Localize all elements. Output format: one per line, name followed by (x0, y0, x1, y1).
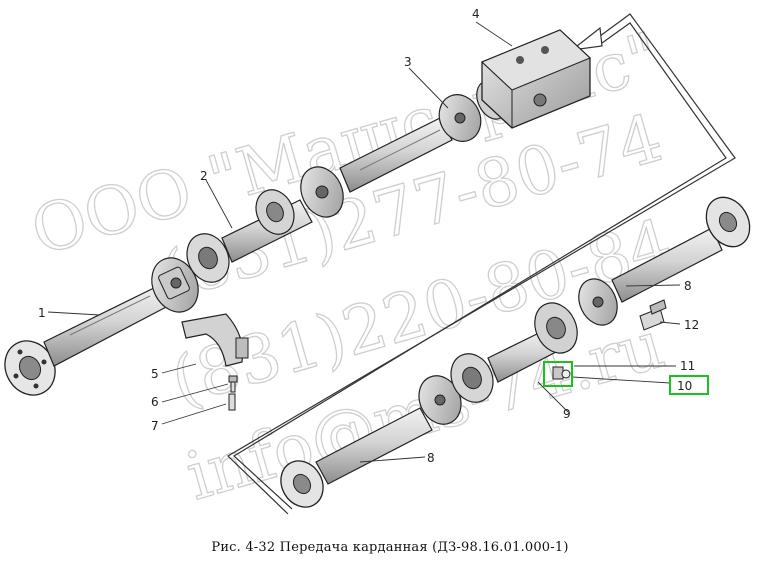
lower-driveshaft (280, 196, 751, 508)
highlight-box-label-10 (669, 375, 709, 395)
callout-10: 10 (677, 379, 692, 393)
bearing-cap-part (181, 313, 249, 367)
callout-8-upper: 8 (684, 279, 692, 293)
highlight-box-part (543, 361, 573, 387)
lower-right-flange (705, 196, 751, 248)
callout-1: 1 (38, 306, 46, 320)
upper-bearing-2 (255, 189, 295, 235)
lower-bearing-1 (450, 353, 494, 403)
figure-caption: Рис. 4-32 Передача карданная (ДЗ-98.16.0… (211, 540, 569, 555)
bolt-part-6 (228, 375, 238, 393)
upper-ujoint-mid (300, 166, 344, 218)
callout-3: 3 (404, 55, 412, 69)
lower-ujoint-left (418, 375, 462, 425)
bolt-part-12 (639, 299, 667, 331)
lower-bearing-2 (534, 302, 578, 354)
leader-lines (47, 21, 681, 463)
callout-6: 6 (151, 395, 159, 409)
upper-bearing-1 (186, 233, 230, 283)
fastener-part-11 (552, 366, 571, 380)
routing-path (227, 13, 736, 515)
callout-7: 7 (151, 419, 159, 433)
callout-4: 4 (472, 7, 480, 21)
upper-ujoint-left (151, 257, 199, 313)
washer-part-7 (228, 393, 236, 411)
lower-ujoint-mid (578, 278, 618, 326)
callout-12: 12 (684, 318, 699, 332)
callout-9: 9 (563, 407, 571, 421)
highlights (543, 361, 709, 395)
callout-5: 5 (151, 367, 159, 381)
callout-8-lower: 8 (427, 451, 435, 465)
gearbox-housing (480, 29, 592, 129)
upper-ujoint-right (438, 94, 482, 142)
lower-left-flange (280, 460, 324, 508)
callout-11: 11 (680, 359, 695, 373)
callout-labels: 1 2 3 4 5 6 7 8 8 9 10 11 12 (38, 7, 699, 465)
callout-2: 2 (200, 169, 208, 183)
upper-left-flange (4, 340, 56, 396)
